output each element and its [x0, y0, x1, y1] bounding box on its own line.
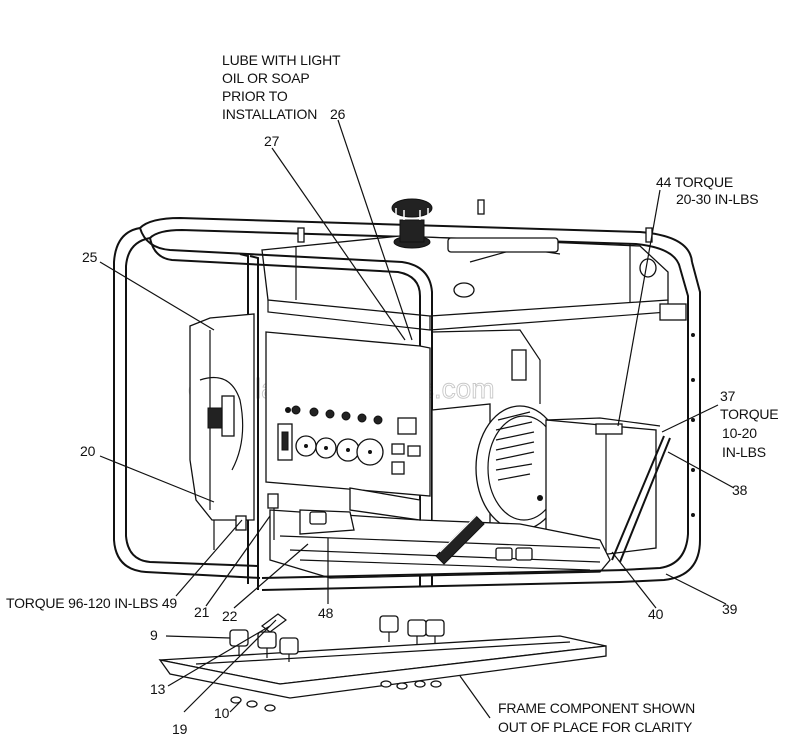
frame-left-loop — [113, 227, 261, 579]
vibration-mounts — [229, 615, 445, 662]
frame-rear-top — [139, 216, 693, 263]
note-lube-1: LUBE WITH LIGHT — [222, 52, 341, 68]
callout-19: 19 — [172, 721, 188, 737]
leader-26 — [337, 119, 413, 341]
battery-terminal — [595, 423, 623, 435]
callout-27: 27 — [264, 133, 280, 149]
note-lube-4: INSTALLATION — [222, 106, 317, 122]
note-lube-2: OIL OR SOAP — [222, 70, 310, 86]
callout-10: 10 — [214, 705, 230, 721]
fuel-cap — [391, 198, 433, 249]
callout-25: 25 — [82, 249, 98, 265]
leader-27 — [271, 147, 406, 341]
leader-37 — [661, 404, 719, 433]
leader-frame — [459, 675, 491, 719]
leader-9 — [165, 635, 231, 639]
leader-39 — [665, 573, 727, 605]
leader-lines — [99, 119, 735, 719]
leader-25 — [99, 261, 215, 331]
callout-13: 13 — [150, 681, 166, 697]
leader-44 — [617, 189, 661, 427]
washers — [261, 613, 287, 633]
leader-19 — [183, 619, 277, 713]
leader-40 — [611, 551, 657, 609]
leader-22 — [233, 543, 309, 609]
callout-9: 9 — [150, 627, 158, 643]
leader-20 — [99, 455, 215, 503]
leader-21 — [205, 515, 271, 607]
frame-component — [158, 613, 607, 712]
leader-13 — [167, 625, 271, 687]
callout-40: 40 — [648, 606, 664, 622]
note-torque44-1: 44 TORQUE — [656, 174, 733, 190]
callout-48: 48 — [318, 605, 334, 621]
engine-base — [269, 509, 611, 579]
note-torque37-1: 37 — [720, 388, 736, 404]
generator-drawing — [113, 198, 701, 591]
breaker-buttons — [291, 405, 383, 425]
callout-21: 21 — [194, 604, 210, 620]
note-frame-2: OUT OF PLACE FOR CLARITY — [498, 719, 693, 735]
callout-22: 22 — [222, 608, 238, 624]
labels: LUBE WITH LIGHT OIL OR SOAP PRIOR TO INS… — [6, 52, 779, 737]
callout-38: 38 — [732, 482, 748, 498]
leader-38 — [667, 451, 735, 489]
note-lube-3: PRIOR TO — [222, 88, 288, 104]
battery-strap — [611, 435, 665, 561]
leader-10 — [229, 701, 241, 713]
note-torque37-3: 10-20 — [722, 425, 757, 441]
nuts — [230, 680, 442, 712]
note-torque37-4: IN-LBS — [722, 444, 766, 460]
callout-20: 20 — [80, 443, 96, 459]
note-torque49: TORQUE 96-120 IN-LBS 49 — [6, 595, 177, 611]
leader-49 — [175, 519, 243, 597]
note-frame-1: FRAME COMPONENT SHOWN — [498, 700, 695, 716]
note-torque37-2: TORQUE — [720, 406, 778, 422]
frame-right-loop — [619, 261, 701, 583]
callout-39: 39 — [722, 601, 738, 617]
frame-front-post — [249, 255, 259, 590]
fuel-tank — [261, 235, 669, 317]
note-torque44-2: 20-30 IN-LBS — [676, 191, 758, 207]
callout-26: 26 — [330, 106, 346, 122]
